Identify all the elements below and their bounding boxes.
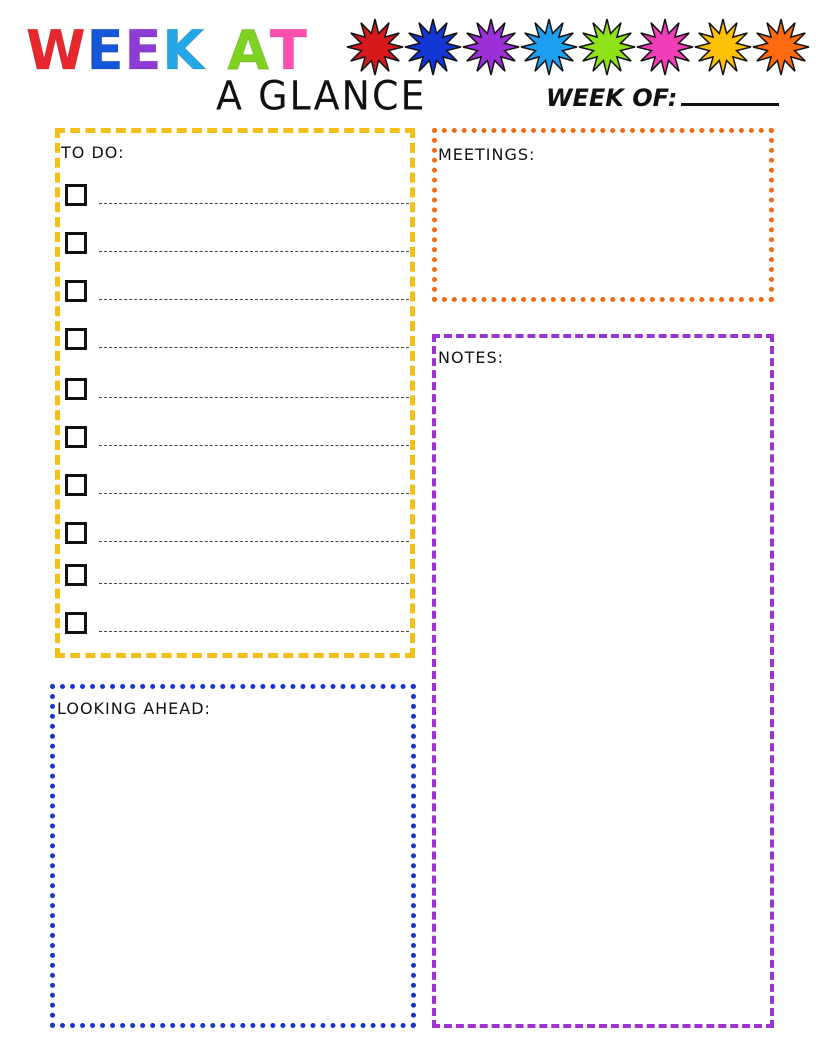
- todo-checkbox[interactable]: [65, 378, 87, 400]
- todo-item: [63, 232, 409, 262]
- looking-ahead-section[interactable]: [50, 684, 416, 1028]
- todo-write-line[interactable]: [99, 347, 409, 348]
- star-icon: [578, 18, 636, 76]
- star-icon: [752, 18, 810, 76]
- todo-write-line[interactable]: [99, 631, 409, 632]
- page-title-week-at: W E E K A T: [26, 16, 308, 78]
- todo-write-line[interactable]: [99, 299, 409, 300]
- title-letter: E: [86, 19, 125, 82]
- star-icon: [520, 18, 578, 76]
- title-letter: A: [227, 19, 271, 82]
- todo-label: TO DO:: [61, 143, 125, 162]
- todo-item: [63, 564, 409, 594]
- week-of-field[interactable]: WEEK OF:: [546, 84, 780, 112]
- todo-checkbox[interactable]: [65, 612, 87, 634]
- notes-label: NOTES:: [438, 348, 504, 367]
- todo-item: [63, 426, 409, 456]
- todo-item: [63, 280, 409, 310]
- stars-decoration: [346, 18, 816, 78]
- title-letter: W: [26, 19, 87, 82]
- star-icon: [636, 18, 694, 76]
- notes-section[interactable]: [432, 334, 774, 1028]
- todo-write-line[interactable]: [99, 445, 409, 446]
- todo-write-line[interactable]: [99, 493, 409, 494]
- todo-item: [63, 378, 409, 408]
- meetings-label: MEETINGS:: [438, 145, 536, 164]
- star-icon: [404, 18, 462, 76]
- title-letter: E: [124, 19, 163, 82]
- todo-item: [63, 522, 409, 552]
- todo-checkbox[interactable]: [65, 522, 87, 544]
- todo-checkbox[interactable]: [65, 232, 87, 254]
- week-of-blank[interactable]: [681, 89, 780, 106]
- todo-checkbox[interactable]: [65, 426, 87, 448]
- todo-checkbox[interactable]: [65, 564, 87, 586]
- star-icon: [694, 18, 752, 76]
- looking-ahead-label: LOOKING AHEAD:: [57, 699, 211, 718]
- todo-write-line[interactable]: [99, 251, 409, 252]
- star-icon: [462, 18, 520, 76]
- week-of-label: WEEK OF:: [546, 84, 678, 112]
- todo-checkbox[interactable]: [65, 328, 87, 350]
- todo-checkbox[interactable]: [65, 474, 87, 496]
- todo-item: [63, 612, 409, 642]
- todo-write-line[interactable]: [99, 397, 409, 398]
- todo-write-line[interactable]: [99, 541, 409, 542]
- todo-write-line[interactable]: [99, 583, 409, 584]
- todo-item: [63, 328, 409, 358]
- todo-write-line[interactable]: [99, 203, 409, 204]
- meetings-section[interactable]: [432, 128, 774, 302]
- todo-item: [63, 184, 409, 214]
- todo-section: [55, 128, 415, 658]
- page-title-a-glance: A GLANCE: [216, 72, 427, 120]
- star-icon: [346, 18, 404, 76]
- todo-checkbox[interactable]: [65, 184, 87, 206]
- todo-checkbox[interactable]: [65, 280, 87, 302]
- todo-item: [63, 474, 409, 504]
- title-letter: T: [270, 19, 308, 82]
- title-letter: K: [162, 19, 206, 82]
